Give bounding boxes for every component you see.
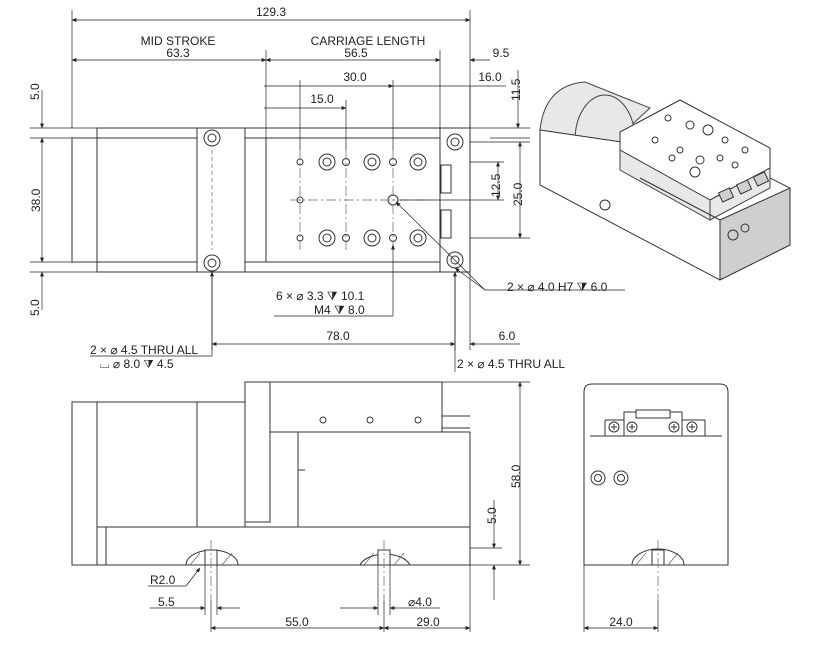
motor-rear-cap — [71, 137, 99, 263]
callouts: 2 × ⌀ 4.0 H7 ⧩ 6.0 6 × ⌀ 3.3 ⧩ 10.1 M4 ⧩… — [90, 201, 625, 372]
side-motor-bracket — [244, 381, 271, 523]
iso-base-end — [719, 187, 791, 281]
dim-hole-span-15: 15.0 — [310, 92, 334, 106]
side-motor-cap — [71, 401, 99, 566]
carriage-length-label: CARRIAGE LENGTH — [311, 34, 426, 48]
dim-carriage-length: 56.5 — [344, 46, 368, 60]
dim-base-5-5: 5.5 — [158, 595, 175, 609]
dim-slot-dia: ⌀4.0 — [408, 595, 432, 609]
dim-overall-length: 129.3 — [256, 5, 286, 19]
end-view-dimensions: 24.0 — [583, 565, 659, 632]
side-flange — [196, 401, 246, 528]
callout-mount-left-line1: 2 × ⌀ 4.5 THRU ALL — [90, 343, 198, 357]
dim-top-offset: 11.5 — [509, 78, 523, 101]
dim-hole-offset-16: 16.0 — [478, 70, 502, 84]
motor-flange — [196, 127, 246, 273]
dim-base-spacing-29: 29.0 — [416, 615, 440, 629]
end-view-screws — [608, 421, 698, 433]
dim-radius: R2.0 — [150, 573, 176, 587]
dim-end-width: 24.0 — [609, 615, 633, 629]
dim-span-12-5: 12.5 — [489, 173, 503, 197]
carriage-holes — [296, 153, 427, 247]
dim-pitch-78: 78.0 — [326, 329, 350, 343]
side-view-dimensions: 58.0 5.0 R2.0 5.5 ⌀4.0 55.0 29.0 — [148, 381, 530, 632]
callout-tapped-line1: 6 × ⌀ 3.3 ⧩ 10.1 — [276, 289, 365, 303]
side-carriage — [269, 381, 443, 433]
top-view-dimensions: 129.3 MID STROKE 63.3 CARRIAGE LENGTH 56… — [28, 5, 530, 350]
dim-height-38: 38.0 — [29, 188, 43, 212]
dim-height-58: 58.0 — [509, 464, 523, 488]
callout-pin-holes: 2 × ⌀ 4.0 H7 ⧩ 6.0 — [507, 280, 608, 294]
side-base-plate — [96, 526, 471, 566]
end-view — [583, 383, 729, 600]
dim-base-spacing-55: 55.0 — [285, 615, 309, 629]
motor-body — [96, 127, 198, 273]
dim-hole-span-30: 30.0 — [343, 70, 367, 84]
dim-edge-bottom: 5.0 — [28, 299, 42, 316]
iso-carriage-holes — [651, 114, 749, 178]
section-hatch — [189, 552, 405, 566]
side-slide-body — [297, 431, 471, 528]
callout-mount-left-line2: ⌴ ⌀ 8.0 ⧩ 4.5 — [100, 357, 174, 371]
dim-base-5: 5.0 — [485, 507, 499, 524]
dim-mid-stroke: 63.3 — [166, 46, 190, 60]
mid-stroke-label: MID STROKE — [141, 34, 216, 48]
callout-tapped-line2: M4 ⧩ 8.0 — [314, 303, 365, 317]
isometric-view — [539, 81, 791, 281]
dim-edge-6: 6.0 — [499, 329, 516, 343]
dim-edge-top: 5.0 — [28, 83, 42, 100]
dim-end-offset: 9.5 — [493, 46, 510, 60]
callout-mount-right: 2 × ⌀ 4.5 THRU ALL — [457, 357, 565, 371]
side-view — [71, 381, 471, 600]
dim-span-25: 25.0 — [511, 182, 525, 206]
